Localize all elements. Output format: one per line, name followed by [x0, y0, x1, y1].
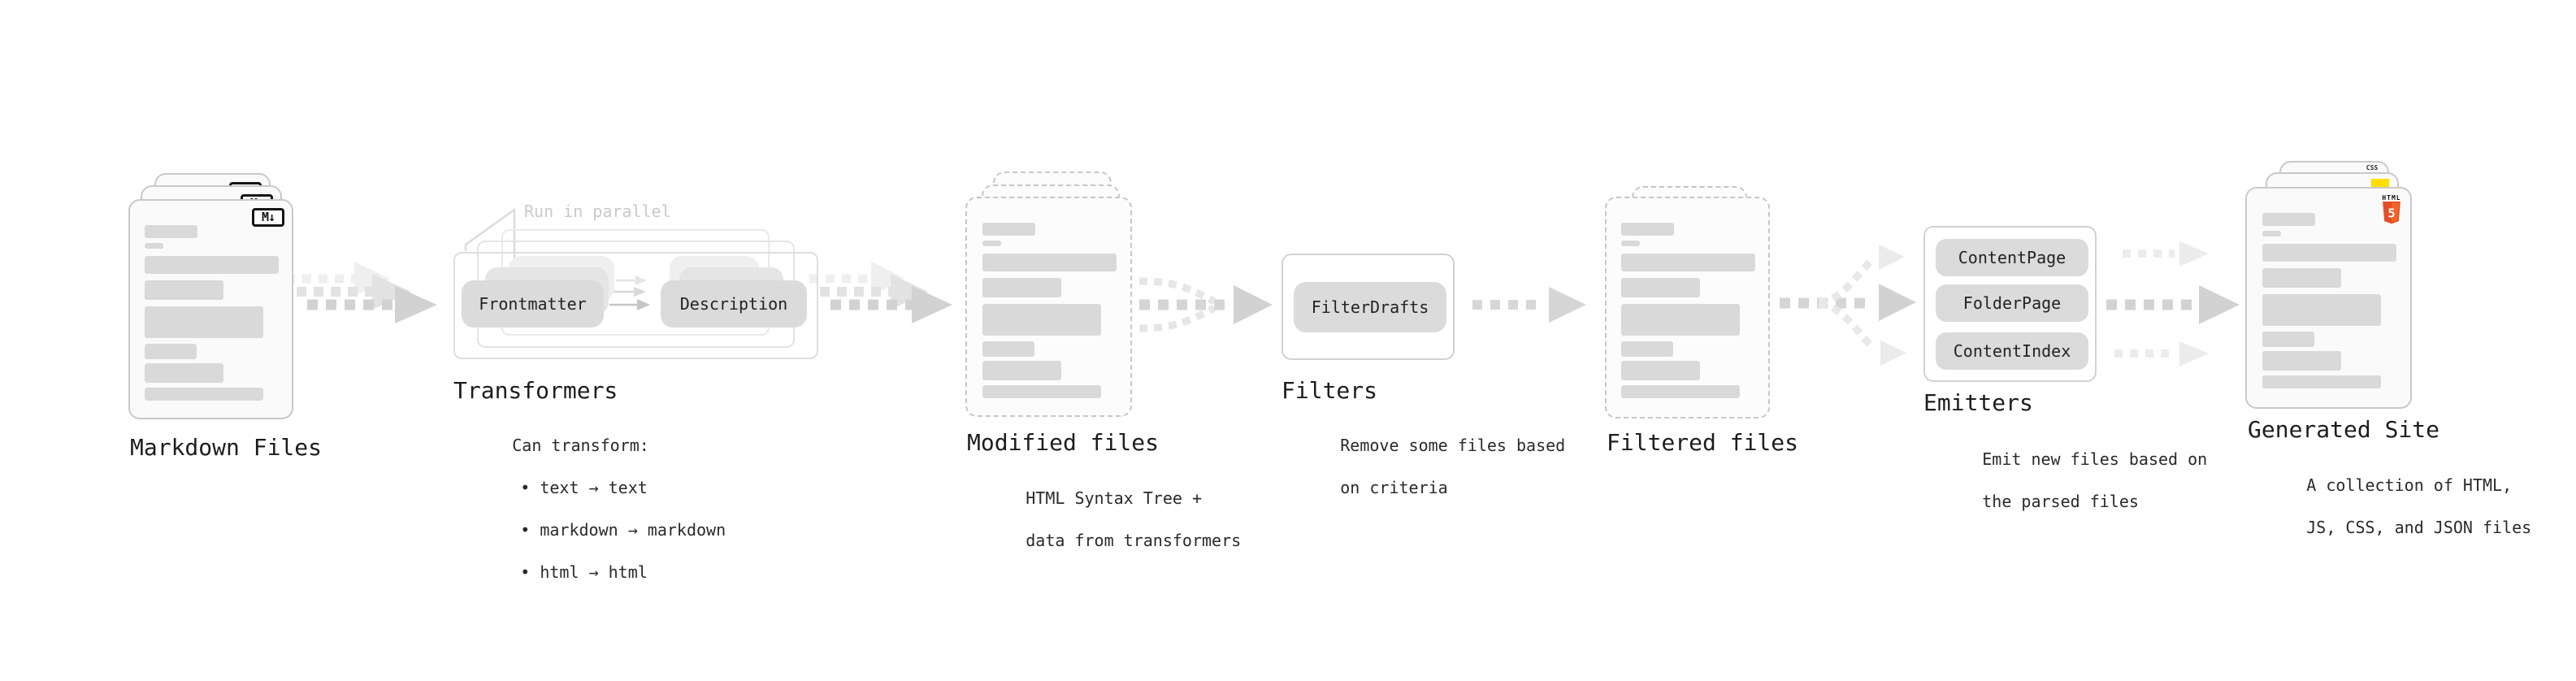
folderpage-pill: FolderPage: [1936, 284, 2088, 322]
text-line-bar: [145, 225, 197, 238]
text-line-bar: [2262, 351, 2341, 371]
html5-icon-label: HTML: [2382, 194, 2401, 202]
html5-shield: 5: [2383, 202, 2400, 224]
generated-doc-html: HTML 5: [2245, 187, 2412, 409]
emitters-desc-line2: the parsed files: [1982, 492, 2139, 511]
text-line-bar: [1621, 385, 1740, 398]
text-line-bar: [1621, 341, 1673, 357]
generated-site-label: Generated Site: [2248, 416, 2440, 443]
generated-desc-line2: JS, CSS, and JSON files: [2306, 518, 2532, 537]
markdown-files-label: Markdown Files: [130, 434, 323, 461]
text-line-bar: [145, 280, 223, 300]
text-line-bar: [982, 223, 1035, 236]
generated-site-description: A collection of HTML, JS, CSS, and JSON …: [2248, 453, 2531, 559]
text-line-bar: [982, 278, 1061, 297]
can-transform-title: Can transform:: [512, 436, 649, 455]
markdown-doc-front: M↓: [128, 199, 293, 419]
text-line-bar: [145, 363, 223, 383]
contentpage-pill: ContentPage: [1936, 239, 2088, 276]
text-line-bar: [2262, 213, 2315, 226]
text-line-bar: [1621, 254, 1755, 271]
text-line-bar: [2262, 268, 2341, 288]
frontmatter-pill: Frontmatter: [462, 280, 604, 327]
arrow-emitters-to-generated: [2106, 241, 2240, 367]
filterdrafts-pill: FilterDrafts: [1294, 282, 1446, 332]
filters-label: Filters: [1281, 377, 1378, 404]
js-icon: [2371, 179, 2389, 189]
arrow-frontmatter-to-description: [609, 275, 650, 310]
run-in-parallel-bracket: [464, 207, 516, 284]
modified-files-label: Modified files: [967, 429, 1160, 456]
text-line-bar: [145, 256, 279, 274]
text-line-bar: [982, 241, 1001, 246]
generated-desc-line1: A collection of HTML,: [2306, 475, 2513, 495]
arrow-markdown-to-transformers: [286, 262, 437, 323]
bullet-markdown-to-markdown: • markdown → markdown: [520, 520, 726, 540]
emitters-desc-line1: Emit new files based on: [1982, 449, 2208, 469]
markdown-icon: M↓: [252, 208, 284, 227]
bullet-html-to-html: • html → html: [520, 562, 648, 582]
text-line-bar: [1621, 241, 1640, 246]
text-line-bar: [1621, 223, 1674, 236]
modified-files-description: HTML Syntax Tree + data from transformer…: [967, 466, 1241, 572]
filters-desc-line2: on criteria: [1340, 478, 1448, 497]
emitters-description: Emit new files based on the parsed files: [1923, 427, 2207, 533]
html5-icon: HTML 5: [2381, 194, 2402, 228]
text-line-bar: [2262, 244, 2396, 262]
modified-doc-front: [965, 197, 1132, 417]
text-line-bar: [2262, 375, 2381, 388]
text-line-bar: [1621, 361, 1700, 380]
filtered-files-label: Filtered files: [1607, 429, 1799, 456]
text-line-bar: [1621, 304, 1740, 336]
filtered-doc-front: [1605, 197, 1770, 419]
description-pill: Description: [661, 280, 807, 327]
text-line-bar: [2262, 332, 2314, 347]
transformers-description: Can transform: • text → text • markdown …: [453, 414, 726, 604]
filters-description: Remove some files based on criteria: [1281, 414, 1565, 519]
filters-box: FilterDrafts: [1281, 254, 1455, 360]
text-line-bar: [145, 388, 263, 401]
text-line-bar: [145, 344, 197, 359]
contentindex-pill: ContentIndex: [1936, 332, 2088, 370]
transformers-label: Transformers: [453, 377, 618, 404]
arrow-filters-to-filtered: [1472, 287, 1586, 323]
text-line-bar: [982, 361, 1061, 380]
css-icon-label: CSS: [2366, 164, 2379, 171]
transformer-card-front: [453, 252, 818, 359]
arrow-filtered-to-emitters-fanout: [1780, 245, 1916, 366]
text-line-bar: [145, 306, 263, 338]
text-line-bar: [145, 243, 163, 249]
arrow-modified-to-filters-merge: [1138, 277, 1273, 332]
bullet-text-to-text: • text → text: [520, 478, 648, 497]
text-line-bar: [1621, 278, 1700, 297]
text-line-bar: [982, 304, 1101, 336]
text-line-bar: [982, 254, 1117, 271]
run-in-parallel-note: Run in parallel: [524, 202, 671, 221]
text-line-bar: [2262, 231, 2281, 236]
filters-desc-line1: Remove some files based: [1340, 436, 1566, 455]
svg-text:5: 5: [2387, 206, 2395, 220]
text-line-bar: [2262, 294, 2381, 326]
modified-desc-line2: data from transformers: [1026, 531, 1242, 550]
emitters-label: Emitters: [1923, 389, 2033, 416]
modified-desc-line1: HTML Syntax Tree +: [1026, 488, 1202, 508]
arrow-transformers-to-modified: [809, 262, 952, 323]
emitters-box: ContentPage FolderPage ContentIndex: [1923, 226, 2097, 382]
text-line-bar: [982, 341, 1034, 357]
text-line-bar: [982, 385, 1101, 398]
